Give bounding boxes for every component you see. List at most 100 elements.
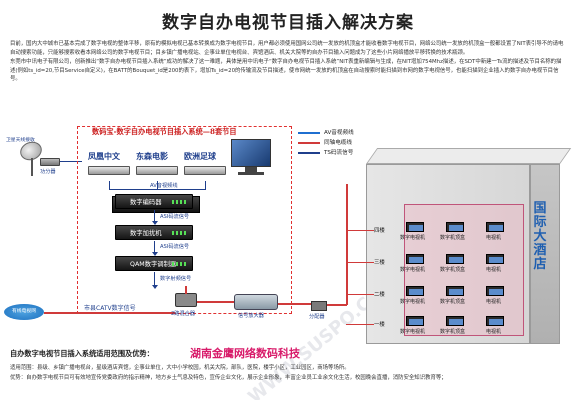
legend-label-av: AV音视频线	[324, 130, 354, 136]
floor-2-tv-3	[486, 286, 504, 296]
satellite-pole	[31, 158, 33, 176]
floor-3-tv-2	[446, 254, 464, 264]
floor-1-tv-1-label: 数字电视机	[400, 329, 426, 335]
satellite-dish	[14, 138, 52, 176]
floor-1-label: 一楼	[374, 322, 385, 328]
signal-amplifier	[234, 294, 278, 310]
stb-1-out	[109, 181, 111, 189]
combiner	[175, 293, 197, 307]
floor-1-tv-2	[446, 316, 464, 326]
stb-3-label: 欧洲足球	[184, 152, 216, 161]
asi-tag-2: ASI码流信号	[160, 244, 190, 250]
power-divider-label: 功分器	[40, 169, 56, 175]
rf-tag: 数字射频信号	[160, 276, 192, 282]
floor-3-feed	[346, 262, 374, 264]
stb-1: 凤凰中文	[88, 151, 130, 181]
company-name: 湖南金鹰网络数码科技	[190, 347, 300, 360]
stb-1-label: 凤凰中文	[88, 152, 120, 161]
monitor-screen	[231, 139, 271, 167]
floor-3-tv-1	[406, 254, 424, 264]
encoder-label: 数字编码器	[130, 199, 162, 206]
catv-signal-label: 市县CATV数字信号	[84, 305, 136, 312]
scope-title: 自办数字电视节目插入系统适用范围及优势：	[10, 349, 154, 358]
stb-3: 欧洲足球	[184, 151, 226, 181]
satellite-label: 卫星天线接收	[6, 138, 35, 143]
hotel-rooms-area	[404, 204, 524, 336]
scrambler-label: 数字加扰机	[130, 230, 162, 237]
floor-4-feed	[346, 230, 374, 232]
floor-3-tv-3	[486, 254, 504, 264]
monitor-base	[238, 172, 264, 175]
intro-paragraph-2: 东莞市中讯电子有限公司，创新推出“数字自办电视节目插入系统”成功的解决了这一难题…	[10, 59, 562, 83]
stb-3-out	[205, 181, 207, 189]
floor-1-tv-3-label: 电视机	[486, 329, 502, 335]
combiner-to-amp-line	[197, 301, 234, 303]
av-out-tag: AV音视频线	[150, 183, 178, 189]
stb-2-device	[136, 166, 178, 175]
intro-paragraph-1: 目前，国内大中城市已基本完成了数字电视的整体平移，原有的模拟电视已基本转换成为数…	[10, 41, 564, 56]
qam-modulator-device: QAM数字调制器	[115, 256, 193, 271]
intro-text: 目前，国内大中城市已基本完成了数字电视的整体平移，原有的模拟电视已基本转换成为数…	[10, 40, 566, 85]
scope-text: 适用范围：县级、乡镇广播电视台，星级酒店宾馆，企事业单位，大中小学校园，机关大院…	[10, 363, 570, 383]
floor-4-tv-1-label: 数字电视机	[400, 235, 426, 241]
av-bus-line	[109, 189, 206, 191]
stb-1-device	[88, 166, 130, 175]
floor-4-tv-3	[486, 222, 504, 232]
scrambler-device: 数字加扰机	[115, 225, 193, 240]
hotel-side	[530, 164, 560, 344]
cable-tv-network: 有线电视网	[4, 304, 44, 320]
amp-label: 信号放大器	[238, 313, 264, 319]
floor-4-label: 四楼	[374, 228, 385, 234]
monitor	[229, 139, 273, 177]
encoder-leds	[172, 200, 188, 204]
floor-3-tv-2-label: 数字机顶盒	[440, 267, 466, 273]
monitor-stand	[245, 167, 257, 172]
floor-2-tv-2	[446, 286, 464, 296]
asi-tag-1: ASI码流信号	[160, 214, 190, 220]
legend-line-av	[298, 132, 320, 134]
floor-1-tv-3	[486, 316, 504, 326]
sat-feed-line	[60, 161, 82, 163]
catv-line	[44, 312, 175, 314]
scope-advantage: 优势：自办数字电视节目可有效地宣传党委政府的指示精神，地方乡土气息及特色，宣传企…	[10, 375, 447, 381]
amp-to-splitter-line	[278, 303, 311, 305]
floor-3-tv-3-label: 电视机	[486, 267, 502, 273]
insertion-system-box	[77, 126, 292, 314]
page-title: 数字自办电视节目插入解决方案	[162, 13, 414, 33]
legend-label-ts: TS码流信号	[324, 150, 354, 156]
qam-arrow	[150, 272, 159, 289]
combiner-label: 2路混合器	[171, 311, 196, 317]
splitter-out-line	[327, 304, 347, 306]
hotel-sign: 国际大酒店	[533, 201, 547, 272]
floor-4-tv-2	[446, 222, 464, 232]
scrambler-arrow	[150, 241, 159, 256]
floor-2-tv-1-label: 数字电视机	[400, 299, 426, 305]
splitter	[311, 301, 327, 311]
floor-4-tv-2-label: 数字机顶盒	[440, 235, 466, 241]
system-diagram: WWW.SUSPO.COM.CN 卫星天线接收 功分器 数码宝-数字自办电视节目…	[0, 118, 576, 400]
qam-to-combiner-line	[185, 286, 187, 294]
legend-label-coax: 同轴电缆线	[324, 140, 352, 146]
floor-4-tv-3-label: 电视机	[486, 235, 502, 241]
stb-3-device	[184, 166, 226, 175]
encoder-device: 数字编码器	[115, 194, 193, 209]
stb-2-label: 东森电影	[136, 152, 168, 161]
floor-2-label: 二楼	[374, 292, 385, 298]
scope-usage: 适用范围：县级、乡镇广播电视台，星级酒店宾馆，企事业单位，大中小学校园，机关大院…	[10, 365, 350, 371]
hotel-roof	[366, 148, 572, 164]
legend-line-ts	[298, 152, 320, 154]
qam-modulator-label: QAM数字调制器	[130, 261, 177, 268]
floor-2-feed	[346, 294, 374, 296]
floor-2-tv-2-label: 数字机顶盒	[440, 299, 466, 305]
splitter-label: 分配器	[309, 314, 325, 320]
floor-2-tv-1	[406, 286, 424, 296]
floor-3-tv-1-label: 数字电视机	[400, 267, 426, 273]
stb-2: 东森电影	[136, 151, 178, 181]
floor-1-feed	[346, 324, 374, 326]
floor-4-tv-1	[406, 222, 424, 232]
qam-modulator-leds	[172, 262, 188, 266]
floor-1-tv-2-label: 数字机顶盒	[440, 329, 466, 335]
floor-1-tv-1	[406, 316, 424, 326]
scrambler-leds	[172, 231, 188, 235]
floor-2-tv-3-label: 电视机	[486, 299, 502, 305]
